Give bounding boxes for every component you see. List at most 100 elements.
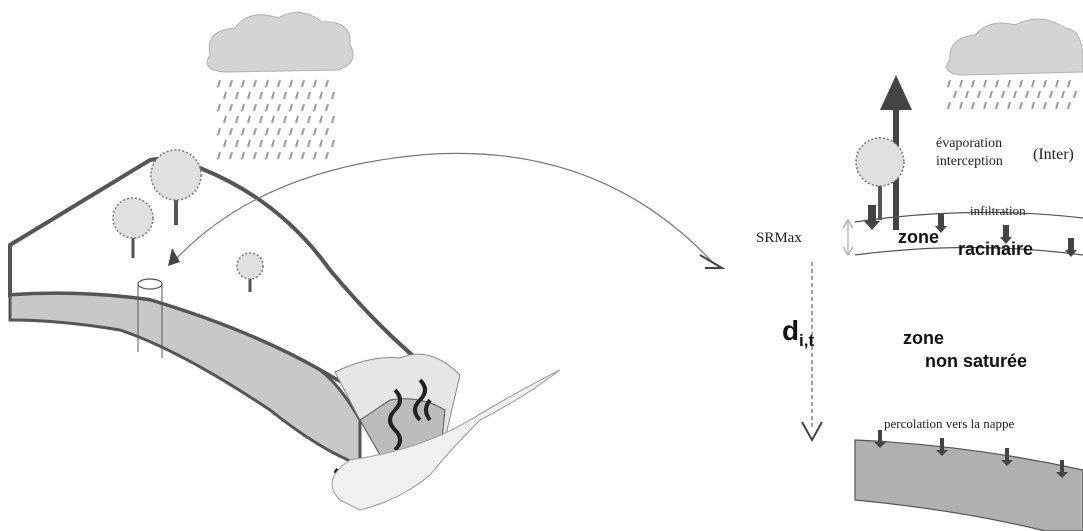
- rain-streak: [1032, 80, 1034, 87]
- rain-streak: [224, 92, 226, 99]
- rain-streak: [302, 80, 304, 87]
- rain-streak: [1068, 80, 1070, 87]
- rain-streak: [314, 80, 316, 87]
- rain-streak: [236, 116, 238, 123]
- evaporation-label: évaporation: [936, 136, 1002, 151]
- rain-streak: [308, 140, 310, 147]
- rain-streak: [302, 128, 304, 135]
- rain-streak: [266, 104, 268, 111]
- rain-streak: [278, 152, 280, 159]
- infiltration-label: infiltration: [970, 203, 1026, 218]
- rain-streak: [242, 80, 244, 87]
- rain-streak: [1044, 102, 1046, 109]
- rain-streak: [960, 102, 962, 109]
- rain-streak: [948, 80, 950, 87]
- rain-streak: [1026, 91, 1028, 98]
- rain-streak: [260, 92, 262, 99]
- rain-streak: [242, 128, 244, 135]
- right-cloud: [947, 19, 1083, 75]
- rain-streak: [948, 102, 950, 109]
- rain-streak: [314, 152, 316, 159]
- rain-streak: [332, 116, 334, 123]
- rain-streak: [272, 140, 274, 147]
- rain-streak: [1032, 102, 1034, 109]
- rain-streak: [230, 80, 232, 87]
- rain-streak: [248, 140, 250, 147]
- rain-streak: [1020, 102, 1022, 109]
- rain-streak: [326, 104, 328, 111]
- rain-streak: [1008, 80, 1010, 87]
- rain-streak: [260, 116, 262, 123]
- rain-streak: [314, 104, 316, 111]
- rain-streak: [254, 104, 256, 111]
- rain-streak: [308, 116, 310, 123]
- rain-streak: [230, 104, 232, 111]
- interception-label: interception: [936, 154, 1003, 169]
- rain-streak: [954, 91, 956, 98]
- rain-streak: [966, 91, 968, 98]
- rain-streak: [1050, 91, 1052, 98]
- rain-streak: [326, 152, 328, 159]
- rain-streak: [990, 91, 992, 98]
- rain-streak: [254, 152, 256, 159]
- river-channel: [332, 354, 560, 510]
- rain-streak: [320, 92, 322, 99]
- rain-streak: [236, 92, 238, 99]
- depth-symbol: d: [782, 315, 799, 346]
- unsaturated-zone-label-1: zone: [903, 328, 944, 348]
- rain-streak: [996, 102, 998, 109]
- rain-streak: [332, 92, 334, 99]
- percolation-label: percolation vers la nappe: [884, 416, 1015, 431]
- rain-streak: [972, 80, 974, 87]
- rain-streak: [224, 140, 226, 147]
- rain-streak: [978, 91, 980, 98]
- rain-streak: [278, 128, 280, 135]
- rain-streak: [284, 140, 286, 147]
- left-rain: [218, 80, 334, 159]
- depth-arrow: [802, 262, 822, 440]
- rain-streak: [1056, 102, 1058, 109]
- rain-streak: [266, 80, 268, 87]
- rain-streak: [236, 140, 238, 147]
- rain-streak: [1002, 91, 1004, 98]
- inter-label: (Inter): [1033, 146, 1074, 163]
- rain-streak: [278, 104, 280, 111]
- root-zone-label-1: zone: [898, 227, 939, 247]
- rain-streak: [996, 80, 998, 87]
- root-zone-label-2: racinaire: [958, 239, 1033, 259]
- rain-streak: [290, 152, 292, 159]
- rain-streak: [332, 140, 334, 147]
- right-rain: [948, 80, 1076, 109]
- unsaturated-zone-label-2: non saturée: [925, 351, 1027, 371]
- rain-streak: [290, 128, 292, 135]
- rain-streak: [266, 128, 268, 135]
- rain-streak: [1044, 80, 1046, 87]
- rain-streak: [1020, 80, 1022, 87]
- rain-streak: [266, 152, 268, 159]
- rain-streak: [308, 92, 310, 99]
- rain-streak: [320, 140, 322, 147]
- rain-streak: [218, 104, 220, 111]
- rain-streak: [972, 102, 974, 109]
- rain-streak: [302, 104, 304, 111]
- rain-streak: [218, 152, 220, 159]
- rain-streak: [254, 128, 256, 135]
- rain-streak: [290, 104, 292, 111]
- rain-streak: [284, 116, 286, 123]
- left-cloud: [207, 12, 353, 72]
- rain-streak: [302, 152, 304, 159]
- rain-streak: [984, 80, 986, 87]
- depth-subscript: i,t: [799, 331, 814, 350]
- rain-streak: [1074, 91, 1076, 98]
- rain-streak: [314, 128, 316, 135]
- srmax-arrow: [843, 220, 853, 255]
- rain-streak: [218, 128, 220, 135]
- rain-streak: [984, 102, 986, 109]
- rain-streak: [248, 116, 250, 123]
- rain-streak: [296, 92, 298, 99]
- rain-streak: [284, 92, 286, 99]
- rain-streak: [278, 80, 280, 87]
- rain-streak: [260, 140, 262, 147]
- rain-streak: [230, 152, 232, 159]
